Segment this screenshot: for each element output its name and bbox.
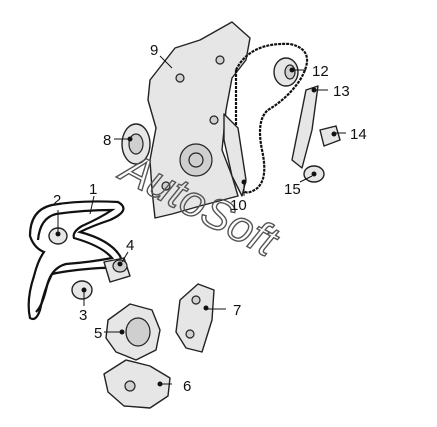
leader-lines (57, 55, 346, 385)
crank-pulley-part (121, 123, 151, 165)
bracket-6-part (103, 359, 171, 409)
bracket-7-part (175, 283, 215, 353)
label-3: 3 (79, 307, 87, 324)
label-10: 10 (230, 197, 247, 214)
label-6: 6 (183, 378, 191, 395)
idler-15-part (303, 165, 325, 183)
label-13: 13 (333, 83, 350, 100)
label-9: 9 (150, 42, 158, 59)
alternator-part (105, 303, 161, 361)
label-5: 5 (94, 325, 102, 342)
label-7: 7 (233, 302, 241, 319)
chain-guide-10-part (223, 113, 247, 197)
drive-belt-part (27, 200, 125, 321)
label-15: 15 (284, 181, 301, 198)
label-14: 14 (350, 126, 367, 143)
timing-chain-part (234, 42, 309, 194)
label-2: 2 (53, 192, 61, 209)
chain-tensioner-13-part (291, 85, 319, 169)
label-4: 4 (126, 237, 134, 254)
pulley-3-part (71, 280, 93, 300)
label-8: 8 (103, 132, 111, 149)
label-12: 12 (312, 63, 329, 80)
tensioner-14-part (319, 125, 341, 147)
label-1: 1 (89, 181, 97, 198)
pulley-4-part (103, 257, 131, 283)
cam-sprocket-part (273, 57, 299, 87)
